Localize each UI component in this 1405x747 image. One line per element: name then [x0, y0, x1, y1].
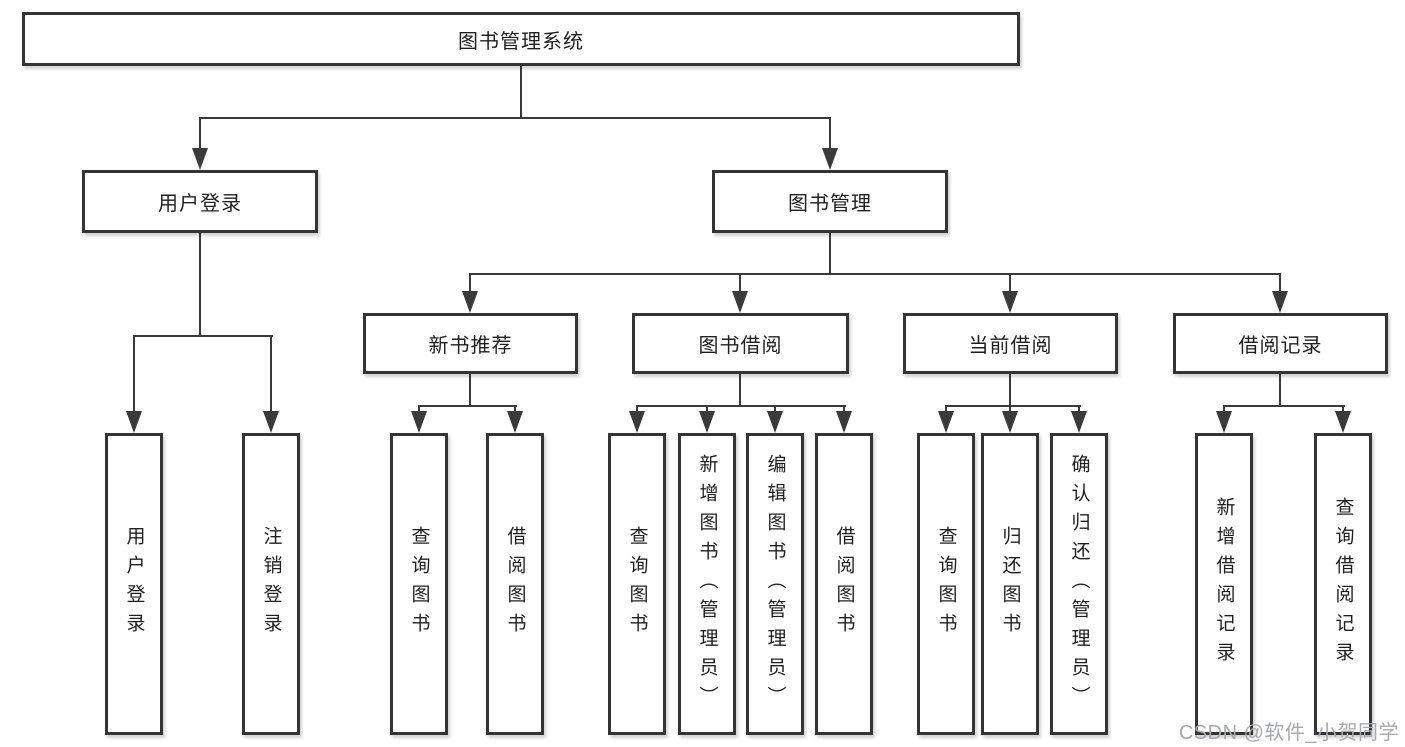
- leaf-query-books-recommend-label: 查询图书: [408, 526, 430, 642]
- arrowhead-down-icon: [1071, 411, 1087, 433]
- connector-line: [520, 66, 522, 119]
- leaf-confirm-return-admin-label: 确认归还（管理员）: [1068, 453, 1090, 715]
- leaf-add-borrow-record-label: 新增借阅记录: [1213, 497, 1235, 671]
- leaf-logout-label: 注销登录: [260, 526, 282, 642]
- node-book-borrowing: 图书借阅: [632, 313, 849, 374]
- arrowhead-down-icon: [629, 411, 645, 433]
- leaf-query-books-borrowing: 查询图书: [608, 433, 666, 735]
- arrowhead-down-icon: [822, 148, 838, 170]
- arrowhead-down-icon: [1335, 411, 1351, 433]
- leaf-query-borrow-record: 查询借阅记录: [1314, 433, 1372, 735]
- connector-line: [945, 405, 947, 415]
- connector-line: [1009, 273, 1011, 295]
- arrowhead-down-icon: [836, 411, 852, 433]
- arrowhead-down-icon: [699, 411, 715, 433]
- leaf-borrow-books: 借阅图书: [815, 433, 873, 735]
- connector-line: [636, 405, 638, 415]
- arrowhead-down-icon: [462, 291, 478, 313]
- leaf-add-books-admin-label: 新增图书（管理员）: [696, 453, 718, 715]
- arrowhead-down-icon: [732, 291, 748, 313]
- connector-line: [1009, 374, 1011, 407]
- leaf-query-books-borrowing-label: 查询图书: [626, 526, 648, 642]
- connector-line: [1223, 405, 1225, 415]
- leaf-user-login: 用户登录: [105, 433, 163, 735]
- leaf-query-books-current: 查询图书: [917, 433, 975, 735]
- connector-line: [843, 405, 845, 415]
- arrowhead-down-icon: [126, 411, 142, 433]
- arrowhead-down-icon: [767, 411, 783, 433]
- connector-line: [270, 335, 272, 415]
- csdn-watermark: CSDN @软件_小贺同学: [1178, 722, 1399, 744]
- leaf-borrow-books-label: 借阅图书: [833, 526, 855, 642]
- leaf-user-login-label: 用户登录: [123, 526, 145, 642]
- connector-line: [199, 233, 201, 337]
- connector-line: [739, 273, 741, 295]
- node-borrowing-records: 借阅记录: [1173, 313, 1388, 374]
- leaf-edit-books-admin: 编辑图书（管理员）: [746, 433, 804, 735]
- leaf-return-books: 归还图书: [981, 433, 1039, 735]
- leaf-query-books-current-label: 查询图书: [935, 526, 957, 642]
- arrowhead-down-icon: [411, 411, 427, 433]
- arrowhead-down-icon: [1002, 411, 1018, 433]
- connector-line: [199, 117, 831, 119]
- connector-line: [1223, 405, 1345, 407]
- connector-line: [1342, 405, 1344, 415]
- connector-line: [774, 405, 776, 415]
- leaf-logout: 注销登录: [242, 433, 300, 735]
- connector-line: [469, 374, 471, 407]
- leaf-query-borrow-record-label: 查询借阅记录: [1332, 497, 1354, 671]
- leaf-edit-books-admin-label: 编辑图书（管理员）: [764, 453, 786, 715]
- connector-line: [1279, 374, 1281, 407]
- leaf-add-books-admin: 新增图书（管理员）: [678, 433, 736, 735]
- arrowhead-down-icon: [192, 148, 208, 170]
- leaf-confirm-return-admin: 确认归还（管理员）: [1050, 433, 1108, 735]
- connector-line: [945, 405, 1081, 407]
- leaf-return-books-label: 归还图书: [999, 526, 1021, 642]
- connector-line: [636, 405, 846, 407]
- arrowhead-down-icon: [938, 411, 954, 433]
- arrowhead-down-icon: [507, 411, 523, 433]
- connector-line: [469, 273, 1281, 275]
- node-current-borrowing: 当前借阅: [903, 313, 1118, 374]
- connector-line: [1009, 405, 1011, 415]
- arrowhead-down-icon: [1216, 411, 1232, 433]
- connector-line: [706, 405, 708, 415]
- connector-line: [199, 117, 201, 152]
- connector-line: [418, 405, 517, 407]
- node-new-book-recommend: 新书推荐: [363, 313, 578, 374]
- arrowhead-down-icon: [263, 411, 279, 433]
- connector-line: [133, 335, 273, 337]
- connector-line: [418, 405, 420, 415]
- arrowhead-down-icon: [1002, 291, 1018, 313]
- connector-line: [514, 405, 516, 415]
- leaf-add-borrow-record: 新增借阅记录: [1195, 433, 1253, 735]
- connector-line: [829, 117, 831, 152]
- node-root-library-system: 图书管理系统: [22, 12, 1020, 66]
- connector-line: [133, 335, 135, 415]
- connector-line: [469, 273, 471, 295]
- arrowhead-down-icon: [1272, 291, 1288, 313]
- connector-line: [1279, 273, 1281, 295]
- node-book-management-module: 图书管理: [712, 170, 948, 233]
- leaf-query-books-recommend: 查询图书: [390, 433, 448, 735]
- connector-line: [829, 233, 831, 275]
- connector-line: [739, 374, 741, 407]
- node-user-login-module: 用户登录: [82, 170, 318, 233]
- leaf-borrow-books-recommend-label: 借阅图书: [504, 526, 526, 642]
- connector-line: [1078, 405, 1080, 415]
- leaf-borrow-books-recommend: 借阅图书: [486, 433, 544, 735]
